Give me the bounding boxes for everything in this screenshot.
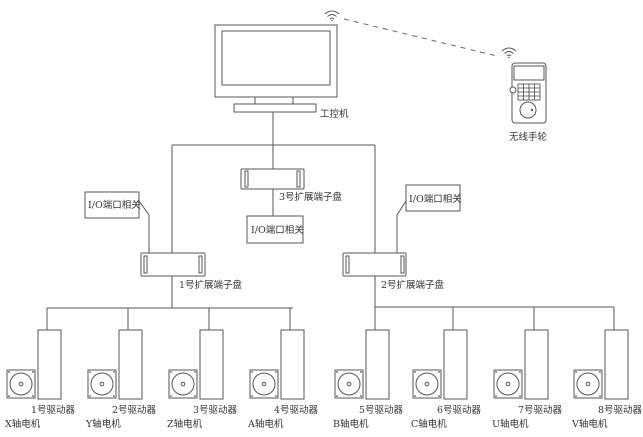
driver-box[interactable] xyxy=(365,329,390,400)
motor-icon[interactable] xyxy=(412,369,442,399)
terminal-board-2[interactable] xyxy=(342,252,407,277)
driver-unit: 6号驱动器 C轴电机 xyxy=(411,307,482,430)
io-box-3[interactable]: I/O端口相关 xyxy=(246,215,304,244)
io-box-1-label: I/O端口相关 xyxy=(88,199,141,211)
io-box-2[interactable]: I/O端口相关 xyxy=(405,184,462,212)
motor-label: U轴电机 xyxy=(492,418,529,430)
wifi-signal-icon xyxy=(324,10,340,22)
io-box-1[interactable]: I/O端口相关 xyxy=(84,191,141,219)
driver-box[interactable] xyxy=(37,329,62,400)
driver-unit: 7号驱动器 U轴电机 xyxy=(492,307,563,430)
motor-icon[interactable] xyxy=(6,369,36,399)
driver-box[interactable] xyxy=(199,329,224,400)
terminal-board-1[interactable] xyxy=(140,252,206,277)
driver-label: 5号驱动器 xyxy=(359,405,404,416)
driver-box[interactable] xyxy=(604,329,629,400)
driver-unit: 1号驱动器 X轴电机 xyxy=(5,308,76,430)
monitor-base xyxy=(233,103,317,113)
driver-label: 7号驱动器 xyxy=(518,405,563,416)
motor-icon[interactable] xyxy=(168,369,198,399)
terminal-board-1-label: 1号扩展端子盘 xyxy=(179,279,243,291)
driver-box[interactable] xyxy=(524,329,549,400)
motor-label: Y轴电机 xyxy=(85,418,121,430)
driver-box[interactable] xyxy=(443,329,468,400)
wireless-handwheel-icon[interactable] xyxy=(509,62,547,124)
driver-box[interactable] xyxy=(118,329,143,400)
driver-unit: 4号驱动器 A轴电机 xyxy=(247,308,319,430)
motor-icon[interactable] xyxy=(87,369,117,399)
terminal-board-2-label: 2号扩展端子盘 xyxy=(381,279,445,291)
driver-unit: 8号驱动器 V轴电机 xyxy=(571,307,643,430)
motor-label: Z轴电机 xyxy=(167,418,203,430)
motor-icon[interactable] xyxy=(334,369,364,399)
driver-unit: 3号驱动器 Z轴电机 xyxy=(167,308,238,430)
driver-unit: 5号驱动器 B轴电机 xyxy=(333,329,404,430)
io-box-2-label: I/O端口相关 xyxy=(409,193,462,205)
motor-label: A轴电机 xyxy=(247,418,284,430)
driver-label: 6号驱动器 xyxy=(437,405,482,416)
terminal-board-3-label: 3号扩展端子盘 xyxy=(279,191,343,203)
motor-icon[interactable] xyxy=(573,369,603,399)
driver-label: 2号驱动器 xyxy=(112,405,157,416)
driver-label: 3号驱动器 xyxy=(193,405,238,416)
motor-icon[interactable] xyxy=(249,369,279,399)
motor-label: B轴电机 xyxy=(333,418,369,430)
wifi-signal-icon xyxy=(501,47,517,59)
driver-unit: 2号驱动器 Y轴电机 xyxy=(85,308,157,430)
ipc-monitor[interactable] xyxy=(214,24,338,113)
terminal-board-3[interactable] xyxy=(240,168,305,190)
driver-box[interactable] xyxy=(280,329,305,400)
driver-label: 8号驱动器 xyxy=(598,405,643,416)
driver-label: 1号驱动器 xyxy=(31,405,76,416)
driver-label: 4号驱动器 xyxy=(274,405,319,416)
wireless-link xyxy=(343,18,498,57)
io-box-3-label: I/O端口相关 xyxy=(251,224,304,236)
motor-label: C轴电机 xyxy=(411,418,447,430)
motor-label: X轴电机 xyxy=(5,418,41,430)
motor-label: V轴电机 xyxy=(571,418,608,430)
monitor-screen xyxy=(221,30,331,86)
ipc-label: 工控机 xyxy=(320,108,349,120)
motor-icon[interactable] xyxy=(493,369,523,399)
pendant-label: 无线手轮 xyxy=(509,131,548,143)
